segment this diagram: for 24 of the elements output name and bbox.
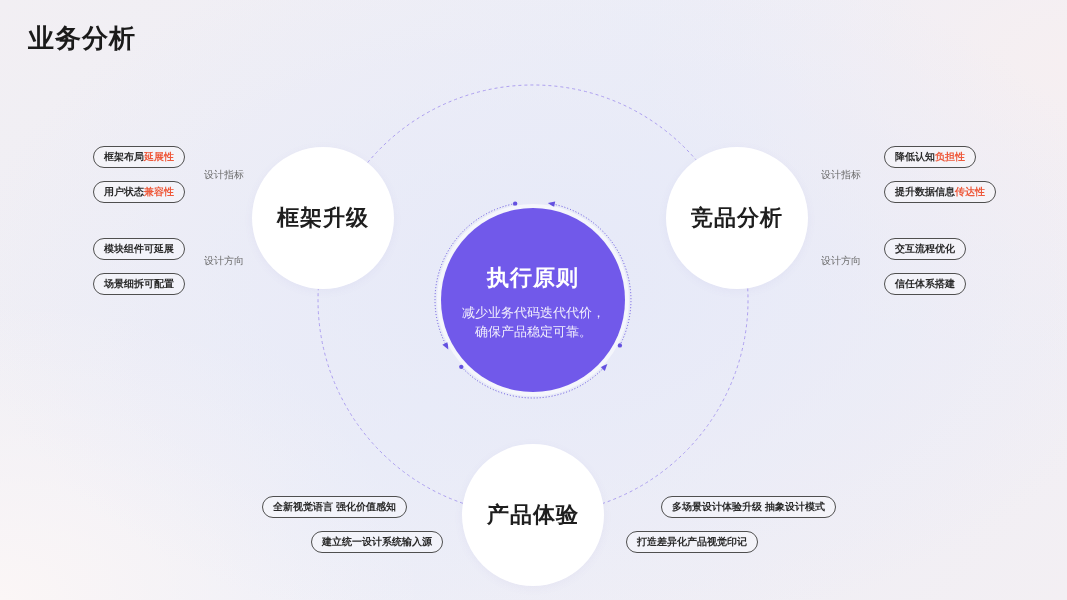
keyword-tag: 模块组件可延展: [93, 238, 185, 260]
principle-title: 执行原则: [487, 264, 579, 292]
keyword-tag: 用户状态兼容性: [93, 181, 185, 203]
section-note: 设计指标: [204, 169, 244, 181]
connector-arc: [367, 84, 697, 164]
keyword-tag: 交互流程优化: [884, 238, 966, 260]
keyword-tag: 打造差异化产品视觉印记: [626, 531, 758, 553]
topic-title: 竞品分析: [691, 204, 783, 232]
section-note: 设计方向: [204, 255, 244, 267]
keyword-tag: 降低认知负担性: [884, 146, 976, 168]
topic-title: 产品体验: [487, 501, 579, 529]
keyword-tag: 场景细拆可配置: [93, 273, 185, 295]
keyword-tag: 建立统一设计系统输入源: [311, 531, 443, 553]
page-title: 业务分析: [28, 22, 136, 55]
section-note: 设计方向: [821, 255, 861, 267]
connector-arc: [317, 288, 464, 504]
keyword-tag: 提升数据信息传达性: [884, 181, 996, 203]
keyword-tag: 框架布局延展性: [93, 146, 185, 168]
keyword-tag: 全新视觉语言 强化价值感知: [261, 496, 407, 518]
section-note: 设计指标: [821, 169, 861, 181]
keyword-tag: 信任体系搭建: [884, 273, 966, 295]
topic-title: 框架升级: [277, 204, 369, 232]
principle-description: 减少业务代码迭代代价，确保产品稳定可靠。: [460, 304, 606, 341]
keyword-tag: 多场景设计体验升级 抽象设计模式: [661, 496, 837, 518]
